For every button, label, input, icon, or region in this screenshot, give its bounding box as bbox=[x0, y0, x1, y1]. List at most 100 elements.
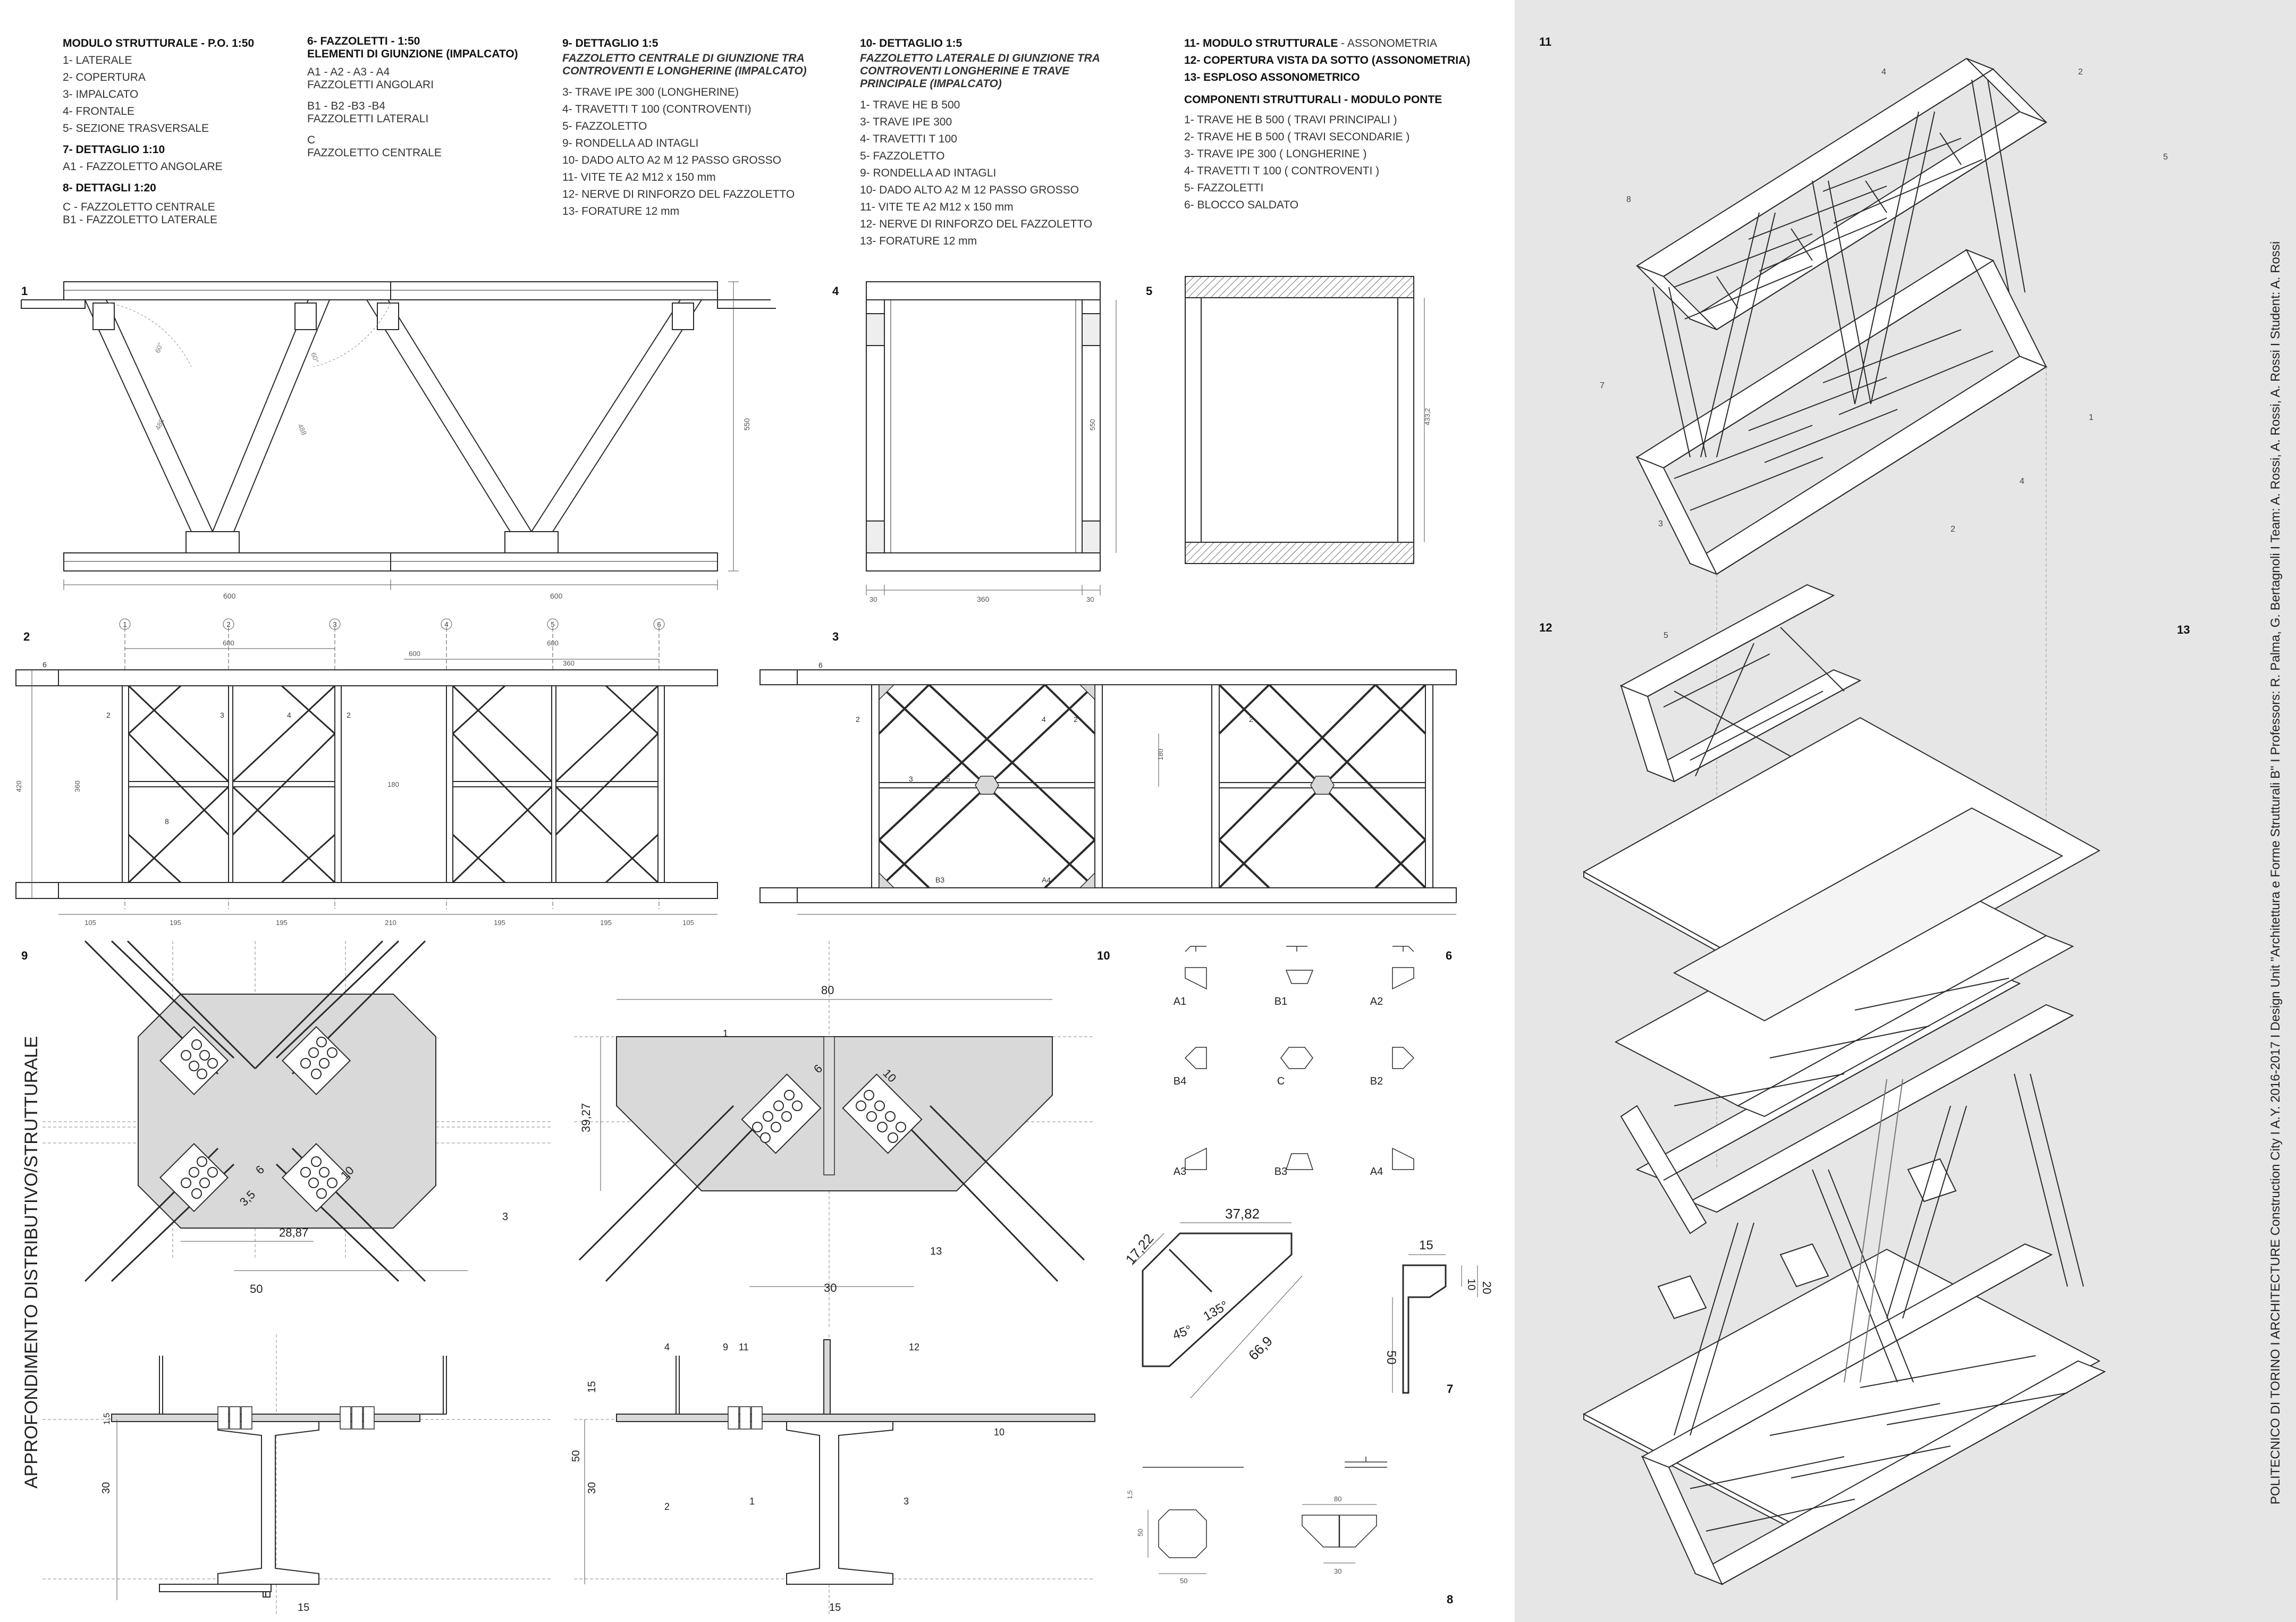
dim-label: 105 bbox=[682, 919, 694, 927]
dim-label: 210 bbox=[385, 919, 396, 927]
legend-col-4: 10- DETTAGLIO 1:5 FAZZOLETTO LATERALE DI… bbox=[860, 35, 1136, 250]
gusset-label: A1 bbox=[1174, 996, 1186, 1007]
dim-label: 37,82 bbox=[1225, 1206, 1260, 1222]
dim-label: 15 bbox=[298, 1602, 309, 1613]
dim-label: 15 bbox=[829, 1602, 841, 1613]
legend-col-2: 6- FAZZOLETTI - 1:50 ELEMENTI DI GIUNZIO… bbox=[307, 35, 530, 159]
legend-item: A1 - FAZZOLETTO ANGOLARE bbox=[63, 161, 223, 173]
dim-label: 360 bbox=[563, 659, 575, 667]
dim-label: 30 bbox=[1086, 595, 1094, 603]
angle-label: 60° bbox=[154, 341, 165, 354]
drawing-number: 9 bbox=[21, 949, 28, 962]
callout: 3 bbox=[904, 1496, 909, 1507]
legend-heading: 6- FAZZOLETTI - 1:50 bbox=[307, 35, 420, 47]
legend-heading: 13- ESPLOSO ASSONOMETRICO bbox=[1184, 71, 1360, 83]
legend-item: 9- RONDELLA AD INTAGLI bbox=[860, 167, 997, 179]
callout: 3 bbox=[1658, 519, 1663, 528]
drawing-number: 13 bbox=[2177, 623, 2190, 636]
callout: 2 bbox=[1074, 715, 1078, 724]
dim-label: 600 bbox=[409, 650, 420, 658]
legend-item: 6- BLOCCO SALDATO bbox=[1184, 199, 1299, 211]
callout: 9 bbox=[723, 1342, 728, 1352]
dim-label: 30 bbox=[870, 595, 877, 603]
legend-item: C bbox=[307, 134, 316, 146]
callout: 6 bbox=[43, 660, 47, 669]
drawing-number: 3 bbox=[832, 630, 839, 643]
dim-label: 50 bbox=[570, 1450, 582, 1462]
callout: 4 bbox=[1881, 68, 1886, 77]
drawing-7-corner-gusset-detail: 37,82 17,22 66,9 45° 135° 15 10 20 50 bbox=[1122, 1206, 1493, 1399]
dim-label: 600 bbox=[550, 592, 563, 600]
drawing-number: 5 bbox=[1146, 284, 1153, 298]
callout: 1 bbox=[723, 1028, 728, 1039]
legend-item: 3- IMPALCATO bbox=[63, 88, 139, 100]
dim-label: 433,2 bbox=[1423, 408, 1431, 425]
callout: 5 bbox=[1664, 631, 1668, 640]
gusset-label: A4 bbox=[1042, 876, 1051, 884]
legend-item: 4- TRAVETTI T 100 bbox=[860, 133, 957, 145]
dim-label: 360 bbox=[977, 595, 990, 603]
legend-subheading: FAZZOLETTO LATERALE DI GIUNZIONE TRA CON… bbox=[860, 52, 1100, 90]
legend-item: 2- TRAVE HE B 500 ( TRAVI SECONDARIE ) bbox=[1184, 131, 1410, 143]
legend-heading: 7- DETTAGLIO 1:10 bbox=[63, 144, 165, 156]
legend-item: 5- FAZZOLETTO bbox=[860, 150, 945, 162]
legend-heading-suffix: - ASSONOMETRIA bbox=[1338, 37, 1438, 49]
dim-label: 550 bbox=[742, 418, 751, 431]
legend-item: 3- TRAVE IPE 300 bbox=[860, 116, 952, 128]
grid-label: 4 bbox=[444, 620, 448, 628]
legend-item: 1- TRAVE HE B 500 ( TRAVI PRINCIPALI ) bbox=[1184, 114, 1397, 126]
callout: 2 bbox=[2078, 68, 2083, 77]
callout: 1 bbox=[2089, 413, 2094, 422]
legend-item: B1 - B2 -B3 -B4 bbox=[307, 100, 386, 112]
drawing-10-lateral-gusset-plan: 80 39,27 30 6 10 1 13 bbox=[574, 941, 1095, 1329]
dim-label: 360 bbox=[73, 780, 81, 792]
dim-label: 30 bbox=[100, 1482, 112, 1494]
dim-label: 66,9 bbox=[1245, 1333, 1276, 1363]
grid-label: 3 bbox=[333, 620, 336, 628]
dim-label: 15 bbox=[586, 1381, 598, 1393]
drawing-number: 6 bbox=[1446, 949, 1453, 962]
grid-label: 2 bbox=[226, 620, 230, 628]
gusset-label: A3 bbox=[1174, 1166, 1186, 1178]
dim-label: 1,5 bbox=[1126, 1490, 1134, 1499]
dim-label: 20 bbox=[1480, 1281, 1493, 1294]
legend-item: 10- DADO ALTO A2 M 12 PASSO GROSSO bbox=[562, 154, 781, 166]
legend-item: 2- COPERTURA bbox=[63, 71, 146, 83]
dim-label: 420 bbox=[15, 780, 23, 792]
drawing-8-gusset-details: 50 50 80 30 1,5 bbox=[1126, 1457, 1387, 1585]
legend-item: 10- DADO ALTO A2 M 12 PASSO GROSSO bbox=[860, 184, 1079, 196]
legend-item: 4- TRAVETTI T 100 ( CONTROVENTI ) bbox=[1184, 165, 1380, 177]
gusset-label: A2 bbox=[1370, 996, 1383, 1007]
callout: 2 bbox=[1249, 715, 1253, 724]
callout: 1 bbox=[749, 1496, 755, 1507]
drawing-number: 4 bbox=[832, 284, 839, 298]
drawing-number: 2 bbox=[23, 630, 30, 643]
callout: 5 bbox=[946, 775, 950, 783]
callout: 4 bbox=[664, 1342, 670, 1352]
dim-label: 50 bbox=[1180, 1577, 1187, 1585]
legend-col-1: MODULO STRUTTURALE - P.O. 1:50 1- LATERA… bbox=[63, 35, 286, 226]
legend-item: 5- FAZZOLETTI bbox=[1184, 182, 1264, 194]
dim-label: 180 bbox=[387, 780, 399, 788]
dim-label: 195 bbox=[170, 919, 181, 927]
dim-label: 195 bbox=[276, 919, 288, 927]
gusset-label: B3 bbox=[935, 876, 944, 884]
grid-label: 5 bbox=[551, 620, 554, 628]
dim-label: 488 bbox=[296, 423, 308, 436]
legend-item: A1 - A2 - A3 - A4 bbox=[307, 66, 390, 78]
callout: 6 bbox=[818, 661, 823, 669]
legend-col-5: 11- MODULO STRUTTURALE - ASSONOMETRIA 12… bbox=[1184, 35, 1503, 214]
legend-item: 11- VITE TE A2 M12 x 150 mm bbox=[562, 171, 716, 183]
drawing-number: 8 bbox=[1447, 1593, 1454, 1606]
callout: 3 bbox=[909, 775, 913, 783]
callout: 2 bbox=[106, 711, 111, 719]
callout: 12 bbox=[909, 1342, 919, 1352]
legend-item: 1- TRAVE HE B 500 bbox=[860, 99, 960, 111]
callout: 4 bbox=[287, 711, 291, 719]
legend-item: 3- TRAVE IPE 300 ( LONGHERINE ) bbox=[1184, 148, 1367, 160]
gusset-label: A4 bbox=[1370, 1166, 1383, 1178]
axonometric-drawings: 4 2 5 8 7 1 4 2 3 5 bbox=[1582, 57, 2168, 1585]
legend-heading: 12- COPERTURA VISTA DA SOTTO (ASSONOMETR… bbox=[1184, 54, 1471, 66]
legend-heading: MODULO STRUTTURALE - P.O. 1:50 bbox=[63, 37, 255, 49]
drawing-6-gusset-catalogue: A1 B1 A2 B4 C B2 A3 B3 A4 bbox=[1174, 946, 1415, 1178]
